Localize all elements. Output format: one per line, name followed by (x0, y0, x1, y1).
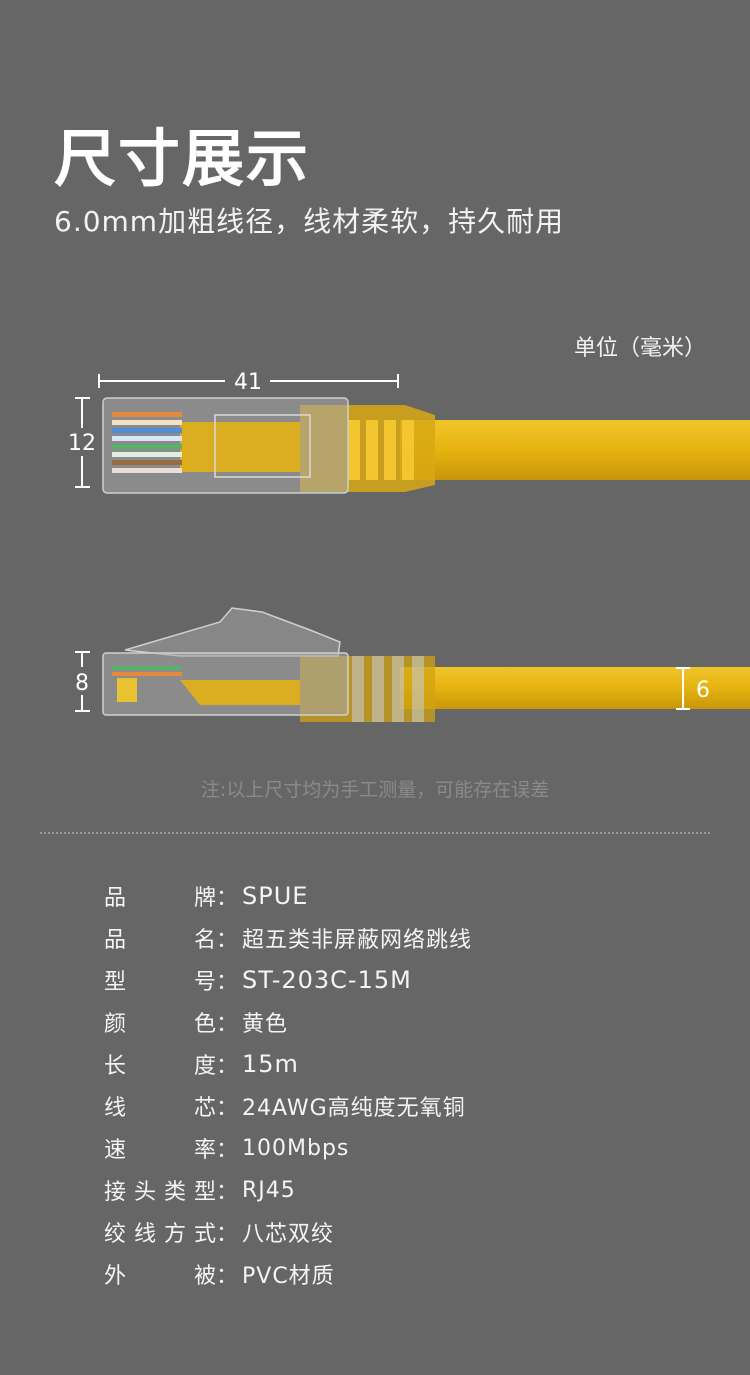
spec-value: ST-203C-15M (242, 966, 412, 994)
divider (40, 832, 710, 834)
spec-value: 超五类非屏蔽网络跳线 (242, 928, 473, 953)
spec-row: 品名 ： 超五类非屏蔽网络跳线 (104, 917, 472, 959)
spec-value: PVC材质 (242, 1264, 335, 1289)
wire-bundle-top (112, 412, 182, 473)
spec-label: 颜色 (104, 1012, 216, 1037)
spec-value: 24AWG高纯度无氧铜 (242, 1096, 466, 1121)
spec-value: SPUE (242, 882, 309, 910)
spec-value: 15m (242, 1050, 299, 1078)
spec-value: 100Mbps (242, 1135, 350, 1161)
spec-label: 品名 (104, 928, 216, 953)
cable-diameter-dimension: 6 (676, 667, 710, 710)
dimension-diagram: 41 12 8 (68, 370, 750, 722)
length-label: 41 (234, 370, 262, 395)
height-label: 12 (68, 431, 96, 456)
spec-value: RJ45 (242, 1177, 296, 1203)
spec-row: 线芯 ： 24AWG高纯度无氧铜 (104, 1085, 472, 1127)
latch (124, 607, 341, 657)
spec-row: 型号 ： ST-203C-15M (104, 966, 412, 995)
spec-row: 品牌 ： SPUE (104, 882, 309, 911)
spec-label: 外被 (104, 1264, 216, 1289)
spec-label: 速率 (104, 1138, 216, 1163)
length-dimension: 41 (98, 370, 399, 395)
spec-row: 绞线方式 ： 八芯双绞 (104, 1211, 472, 1253)
thickness-label: 8 (75, 671, 89, 696)
spec-list: 品牌 ： SPUE 品名 ： 超五类非屏蔽网络跳线 型号 ： ST-203C-1… (104, 875, 472, 1295)
cable-side (400, 667, 750, 709)
height-dimension: 12 (68, 397, 96, 488)
spec-value: 八芯双绞 (242, 1222, 335, 1247)
spec-row: 颜色 ： 黄色 (104, 1001, 472, 1043)
spec-row: 外被 ： PVC材质 (104, 1253, 472, 1295)
spec-label: 线芯 (104, 1096, 216, 1121)
spec-row: 长度 ： 15m (104, 1050, 299, 1079)
spec-label: 绞线方式 (104, 1222, 216, 1247)
spec-label: 长度 (104, 1054, 216, 1079)
spec-label: 型号 (104, 970, 216, 995)
spec-label: 接头类型 (104, 1180, 216, 1205)
unit-label: 单位（毫米） (573, 336, 706, 361)
gold-contact (117, 678, 137, 702)
page-subtitle: 6.0mm加粗线径，线材柔软，持久耐用 (54, 205, 565, 238)
spec-label: 品牌 (104, 886, 216, 911)
spec-value: 黄色 (242, 1012, 289, 1037)
spec-row: 接头类型 ： RJ45 (104, 1169, 472, 1211)
spec-row: 速率 ： 100Mbps (104, 1127, 472, 1169)
cable-diameter-label: 6 (696, 678, 710, 703)
page-title: 尺寸展示 (54, 122, 311, 195)
cable-top (400, 420, 750, 480)
thickness-dimension: 8 (75, 651, 90, 712)
measurement-note: 注:以上尺寸均为手工测量，可能存在误差 (200, 779, 550, 801)
